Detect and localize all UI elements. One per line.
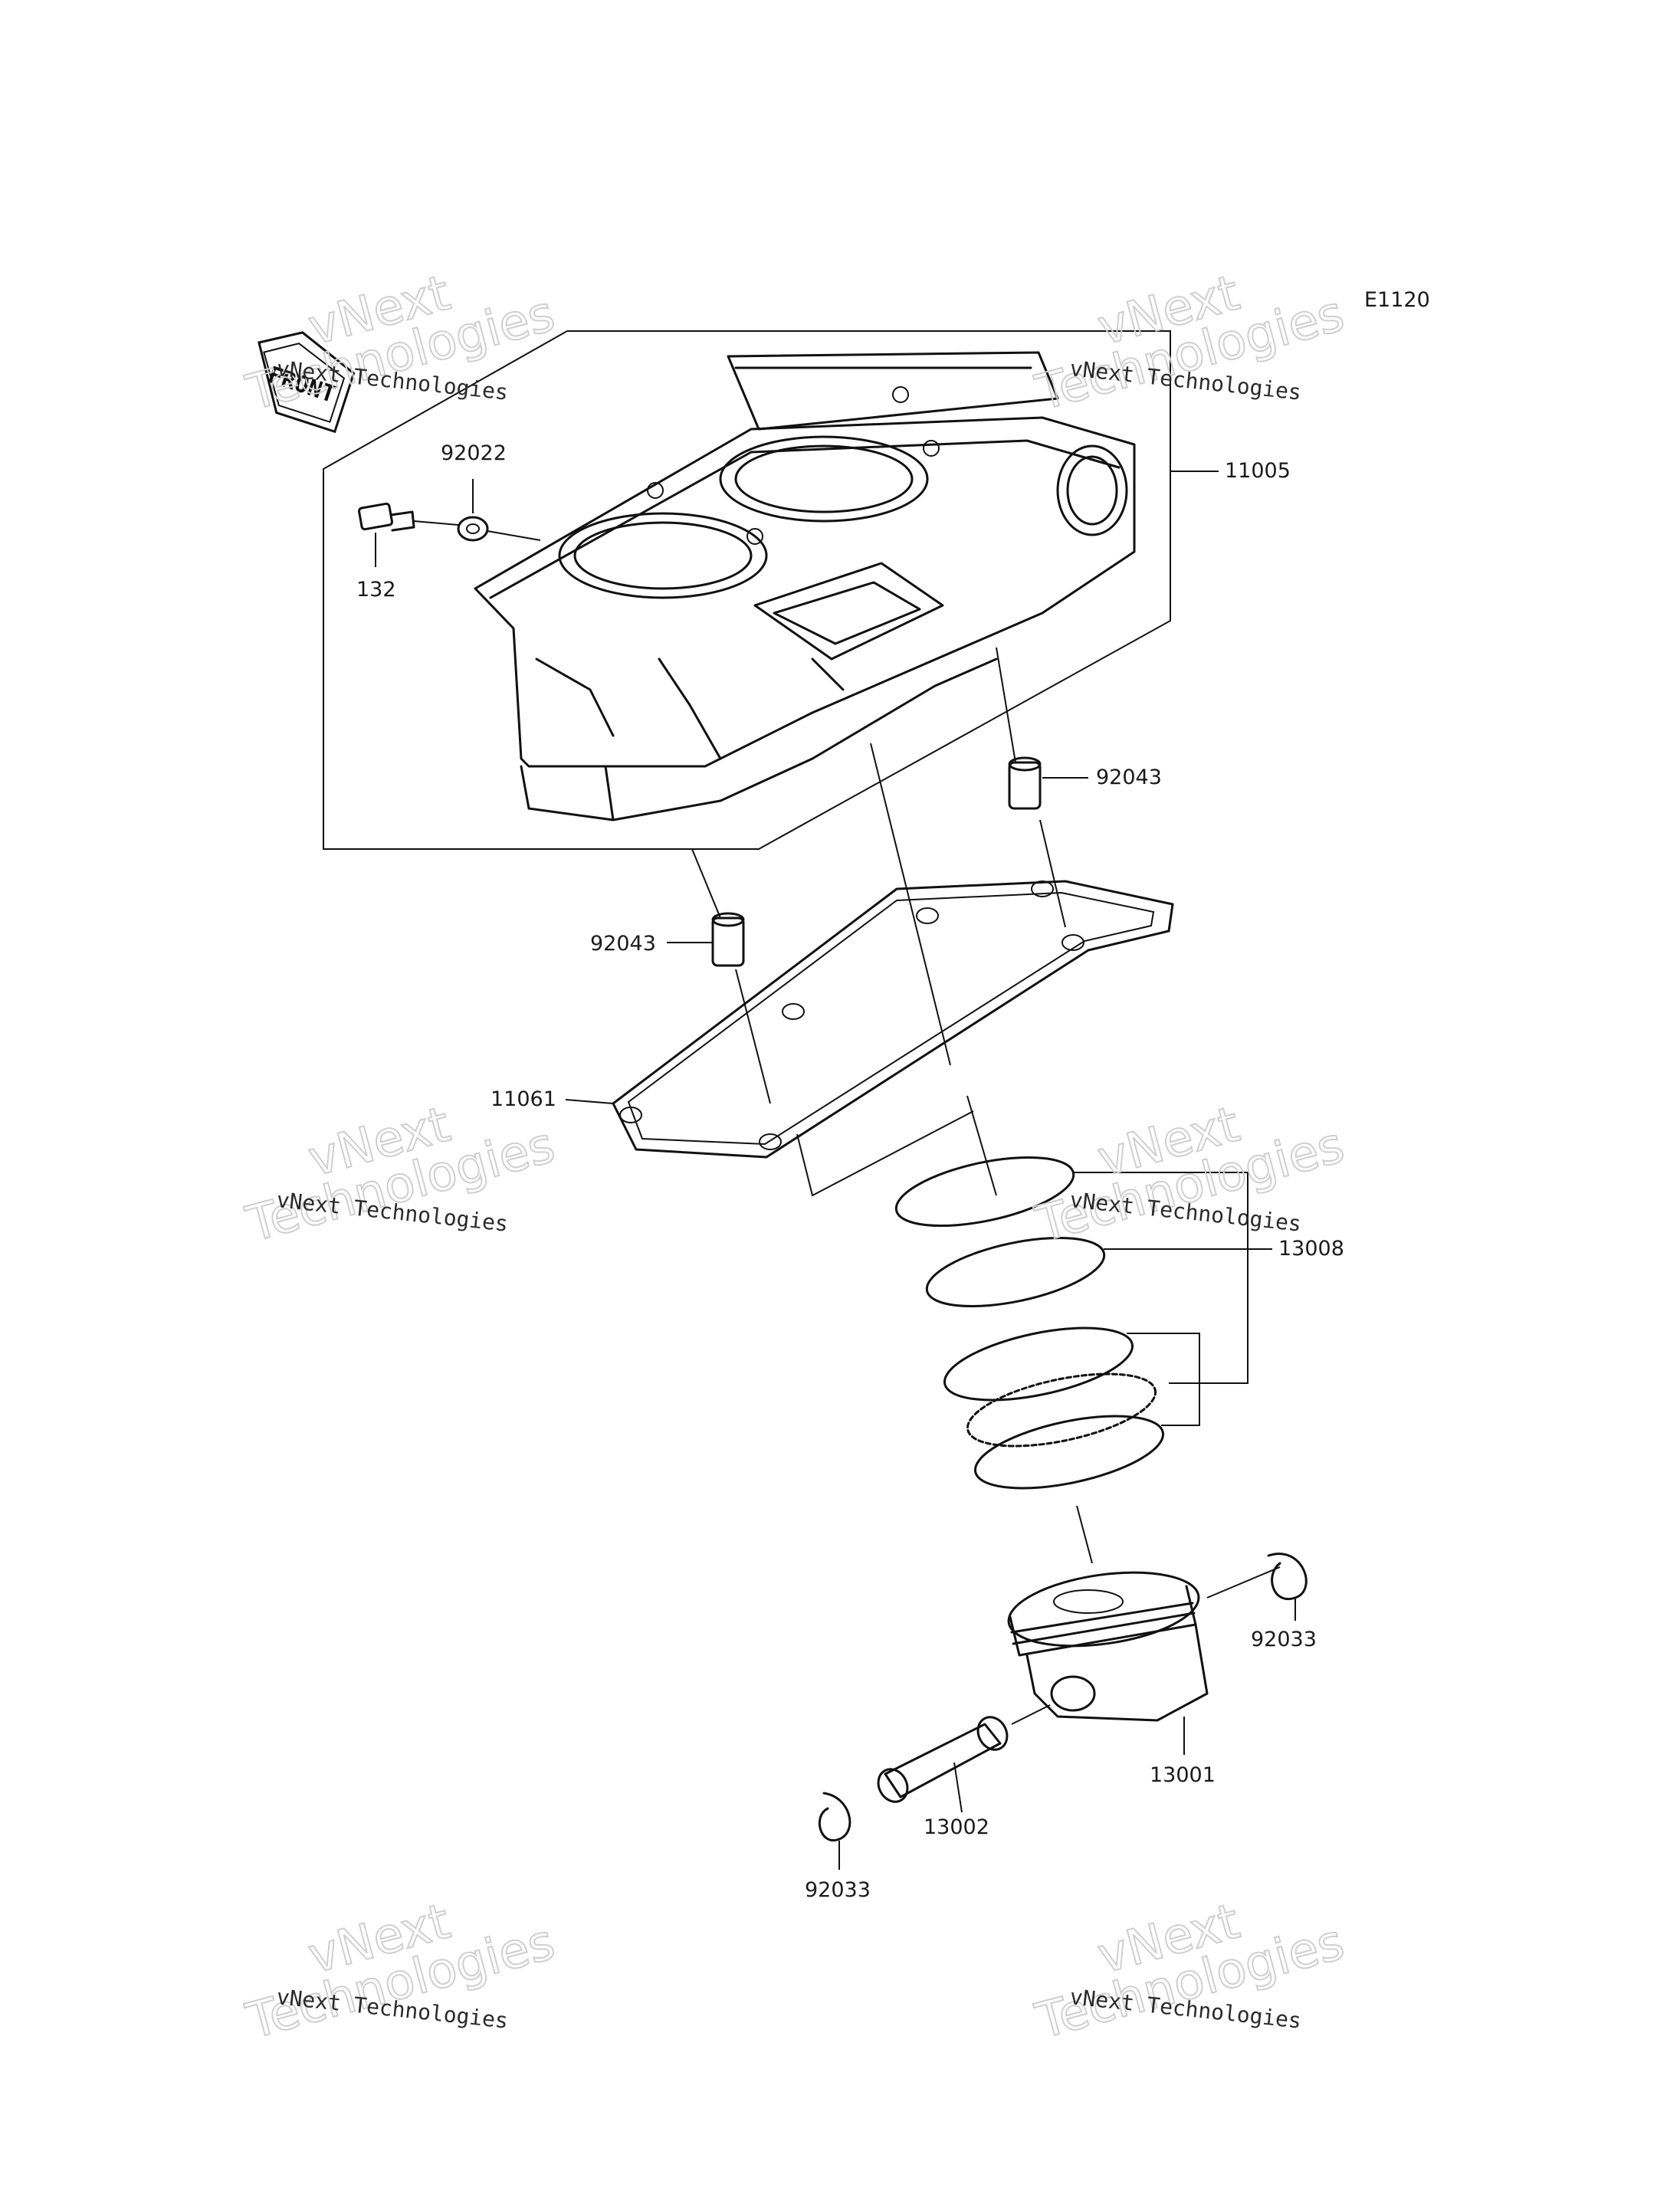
watermark-top-right: vNext Technologies vNext Technologies	[1029, 264, 1350, 423]
leader-13002	[953, 1762, 963, 1813]
piston-ring-second	[925, 1236, 1106, 1308]
piston-part	[1007, 1571, 1209, 1722]
front-arrow-icon: FRONT	[258, 331, 356, 434]
label-11061[interactable]: 11061	[491, 1087, 556, 1111]
label-13002[interactable]: 13002	[924, 1815, 989, 1839]
label-92043-right[interactable]: 92043	[1096, 766, 1162, 789]
leader-13008-top	[1073, 1172, 1249, 1384]
leader-13008-oil	[1127, 1333, 1200, 1426]
watermark-mid-left: vNext Technologies vNext Technologies	[240, 1096, 561, 1254]
label-11005[interactable]: 11005	[1225, 459, 1291, 483]
circlip-left	[818, 1792, 851, 1842]
oil-ring-expander	[966, 1372, 1157, 1448]
circlip-right	[1267, 1553, 1308, 1601]
dowel-pin-left	[711, 912, 745, 967]
watermark-mid-right: vNext Technologies vNext Technologies	[1029, 1096, 1350, 1254]
leader-11061	[565, 1099, 614, 1104]
leader-92033-right-a	[1206, 1566, 1281, 1599]
label-92022[interactable]: 92022	[441, 441, 507, 465]
piston-pin-part	[877, 1716, 1009, 1803]
label-13008[interactable]: 13008	[1278, 1237, 1344, 1261]
label-132[interactable]: 132	[356, 578, 396, 602]
label-13001[interactable]: 13001	[1150, 1763, 1216, 1787]
label-92033-left[interactable]: 92033	[805, 1878, 871, 1902]
watermark-bottom-right: vNext Technologies vNext Technologies	[1029, 1893, 1350, 2051]
oil-ring-rail-upper	[943, 1326, 1134, 1402]
cylinder-assembly-frame	[323, 330, 1171, 850]
label-92033-right[interactable]: 92033	[1251, 1628, 1317, 1651]
cylinder-base-gasket	[612, 880, 1174, 1159]
washer-part	[457, 516, 489, 542]
oil-ring-rail-lower	[973, 1415, 1165, 1490]
cylinder-block	[474, 351, 1136, 821]
bolt-part	[358, 502, 415, 532]
dowel-pin-right	[1008, 756, 1042, 810]
watermark-bottom-left: vNext Technologies vNext Technologies	[240, 1893, 561, 2051]
label-92043-left[interactable]: 92043	[590, 932, 656, 956]
diagram-code: E1120	[1364, 288, 1430, 312]
